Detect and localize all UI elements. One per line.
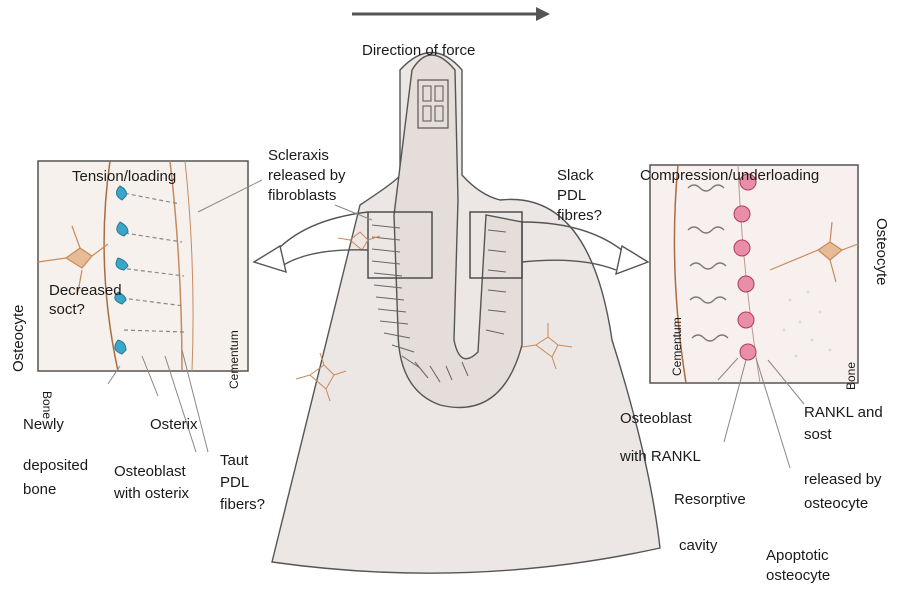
scleraxis-line1: Scleraxis [268, 146, 329, 165]
left-tension-panel [38, 161, 248, 371]
apoptotic-label: Apoptotic [766, 546, 829, 565]
compression-underloading-title: Compression/underloading [640, 166, 819, 185]
scleraxis-line2: released by [268, 166, 346, 185]
taut-pdl-label: PDL [220, 473, 249, 492]
cavity-label: cavity [679, 536, 717, 555]
sost-label-right: sost [804, 425, 832, 444]
left-cementum-label: Cementum [227, 330, 241, 389]
slack-pdl-line2: PDL [557, 186, 586, 205]
direction-of-force-label: Direction of force [362, 41, 475, 60]
scleraxis-line3: fibroblasts [268, 186, 336, 205]
tooth-in-socket [272, 53, 660, 574]
slack-pdl-line3: fibres? [557, 206, 602, 225]
osteoblast-label-right: Osteoblast [620, 409, 692, 428]
by-osteocyte-label: osteocyte [804, 494, 868, 513]
taut-fibers-label: fibers? [220, 495, 265, 514]
resorptive-label: Resorptive [674, 490, 746, 509]
osterix-label: Osterix [150, 415, 198, 434]
with-osterix-label: with osterix [114, 484, 189, 503]
tension-loading-title: Tension/loading [72, 167, 176, 186]
sost-label: soct? [49, 300, 85, 319]
slack-pdl-line1: Slack [557, 166, 594, 185]
released-by-label: released by [804, 470, 882, 489]
decreased-label: Decreased [49, 281, 122, 300]
rankl-and-label: RANKL and [804, 403, 883, 422]
osteoblast-label-left: Osteoblast [114, 462, 186, 481]
right-osteocyte-label: Osteocyte [873, 218, 890, 286]
right-cementum-label: Cementum [670, 317, 684, 376]
left-osteocyte-label: Osteocyte [10, 304, 27, 372]
direction-arrow [352, 7, 550, 21]
deposited-label: deposited [23, 456, 88, 475]
taut-label: Taut [220, 451, 248, 470]
newly-label: Newly [23, 415, 64, 434]
right-bone-label: Bone [844, 362, 858, 390]
apoptotic-osteocyte-label: osteocyte [766, 566, 830, 585]
bone-label: bone [23, 480, 56, 499]
with-rankl-label: with RANKL [620, 447, 701, 466]
